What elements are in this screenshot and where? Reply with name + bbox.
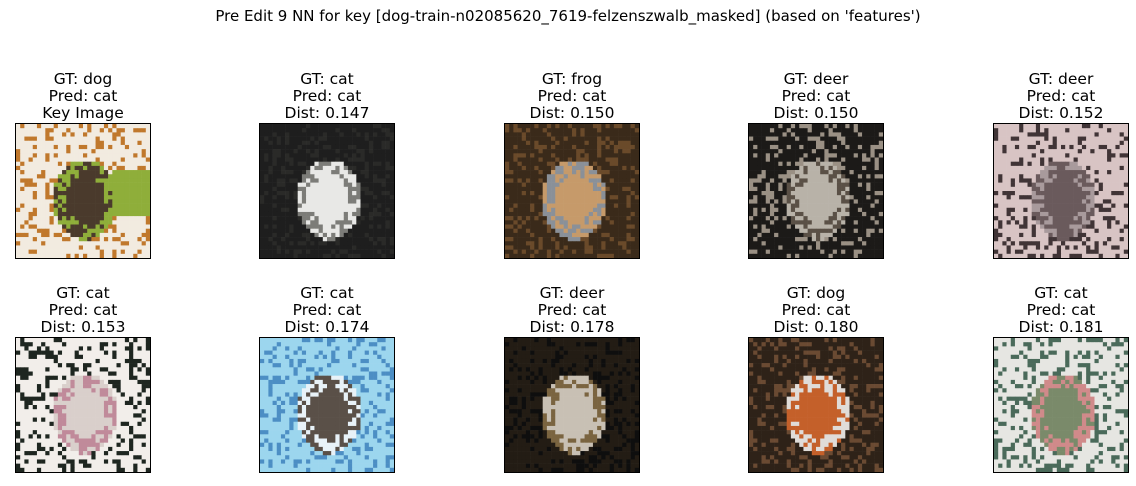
pred-label: Pred: cat (292, 87, 362, 105)
pred-label: Pred: cat (1026, 87, 1096, 105)
gt-label: GT: cat (56, 284, 110, 302)
thumbnail-pixels (260, 338, 394, 472)
thumbnail-pixels (994, 338, 1128, 472)
distance-label: Dist: 0.178 (529, 318, 615, 336)
pred-label: Pred: cat (1026, 301, 1096, 319)
pred-label: Pred: cat (537, 301, 607, 319)
figure-title: Pre Edit 9 NN for key [dog-train-n020856… (215, 7, 921, 25)
pred-label: Pred: cat (48, 301, 118, 319)
thumbnail-pixels (505, 338, 639, 472)
distance-label: Dist: 0.174 (284, 318, 370, 336)
gt-label: GT: cat (300, 284, 354, 302)
neighbor-image (748, 337, 884, 473)
thumbnail-pixels (260, 124, 394, 258)
neighbor-image (259, 337, 395, 473)
key-image (15, 123, 151, 259)
distance-label: Dist: 0.147 (284, 104, 370, 122)
gt-label: GT: deer (783, 70, 849, 88)
thumbnail-pixels (994, 124, 1128, 258)
gt-label: GT: cat (300, 70, 354, 88)
thumbnail-pixels (16, 338, 150, 472)
gt-label: GT: dog (786, 284, 846, 302)
neighbor-image (504, 123, 640, 259)
neighbor-image (993, 123, 1129, 259)
neighbor-image (504, 337, 640, 473)
neighbor-image (15, 337, 151, 473)
distance-label: Dist: 0.150 (529, 104, 615, 122)
neighbor-image (259, 123, 395, 259)
distance-label: Dist: 0.152 (1018, 104, 1104, 122)
gt-label: GT: cat (1034, 284, 1088, 302)
key-image-label: Key Image (42, 104, 124, 122)
gt-label: GT: deer (1028, 70, 1094, 88)
thumbnail-pixels (16, 124, 150, 258)
gt-label: GT: dog (53, 70, 113, 88)
thumbnail-pixels (749, 124, 883, 258)
thumbnail-pixels (505, 124, 639, 258)
distance-label: Dist: 0.150 (773, 104, 859, 122)
pred-label: Pred: cat (48, 87, 118, 105)
pred-label: Pred: cat (781, 87, 851, 105)
neighbor-image (993, 337, 1129, 473)
pred-label: Pred: cat (781, 301, 851, 319)
distance-label: Dist: 0.153 (40, 318, 126, 336)
neighbor-image (748, 123, 884, 259)
pred-label: Pred: cat (292, 301, 362, 319)
gt-label: GT: frog (541, 70, 603, 88)
gt-label: GT: deer (539, 284, 605, 302)
thumbnail-pixels (749, 338, 883, 472)
distance-label: Dist: 0.181 (1018, 318, 1104, 336)
distance-label: Dist: 0.180 (773, 318, 859, 336)
pred-label: Pred: cat (537, 87, 607, 105)
